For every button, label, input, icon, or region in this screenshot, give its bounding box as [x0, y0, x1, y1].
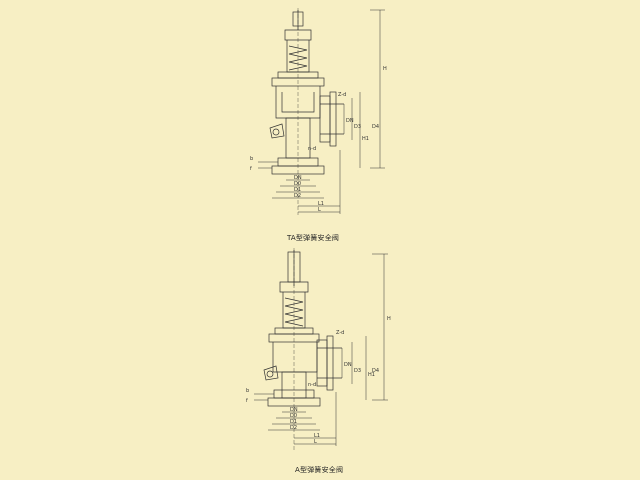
dim-d0: D0: [294, 181, 301, 187]
dim-dn-out: DN: [344, 362, 352, 368]
dim-d2: D2: [294, 193, 301, 199]
dim-f: f: [250, 166, 252, 172]
valve-diagram-a: H H1 DN D3 D4 Z-d DN D0 D1 D2 L1 L b f n…: [0, 240, 640, 480]
dim-n-d: n-d: [308, 382, 316, 388]
dim-l: L: [314, 439, 317, 445]
caption-ta: TA型弹簧安全阀: [287, 234, 340, 242]
caption-a: A型弹簧安全阀: [295, 466, 344, 474]
dim-z-d: Z-d: [336, 330, 344, 336]
dim-l: L: [318, 207, 321, 213]
dim-d3: D3: [354, 124, 361, 130]
dim-dn: DN: [294, 175, 302, 181]
dim-d4: D4: [372, 124, 379, 130]
dim-h: H: [387, 316, 391, 322]
valve-drawing-ta: H H1 DN D3 D4 Z-d DN D0 D1 D2 L1 L b f n…: [250, 8, 387, 215]
dim-d1: D1: [294, 187, 301, 193]
valve-diagram-ta: H H1 DN D3 D4 Z-d DN D0 D1 D2 L1 L b f n…: [250, 8, 387, 242]
dim-n-d: n-d: [308, 146, 316, 152]
dim-f: f: [246, 398, 248, 404]
dim-l1: L1: [314, 433, 320, 439]
dim-d0: D0: [290, 413, 297, 419]
dim-l1: L1: [318, 201, 324, 207]
dim-d3: D3: [354, 368, 361, 374]
dim-d2: D2: [290, 425, 297, 431]
dim-h1: H1: [368, 372, 375, 378]
dim-d4: D4: [372, 368, 379, 374]
dim-h: H: [383, 66, 387, 72]
dim-z-d: Z-d: [338, 92, 346, 98]
dim-h1: H1: [362, 136, 369, 142]
dim-d1: D1: [290, 419, 297, 425]
dim-b: b: [246, 388, 249, 394]
dim-dn-out: DN: [346, 118, 354, 124]
valve-drawing-a: H H1 DN D3 D4 Z-d DN D0 D1 D2 L1 L b f n…: [246, 248, 391, 450]
dim-b: b: [250, 156, 253, 162]
dim-dn: DN: [290, 407, 298, 413]
